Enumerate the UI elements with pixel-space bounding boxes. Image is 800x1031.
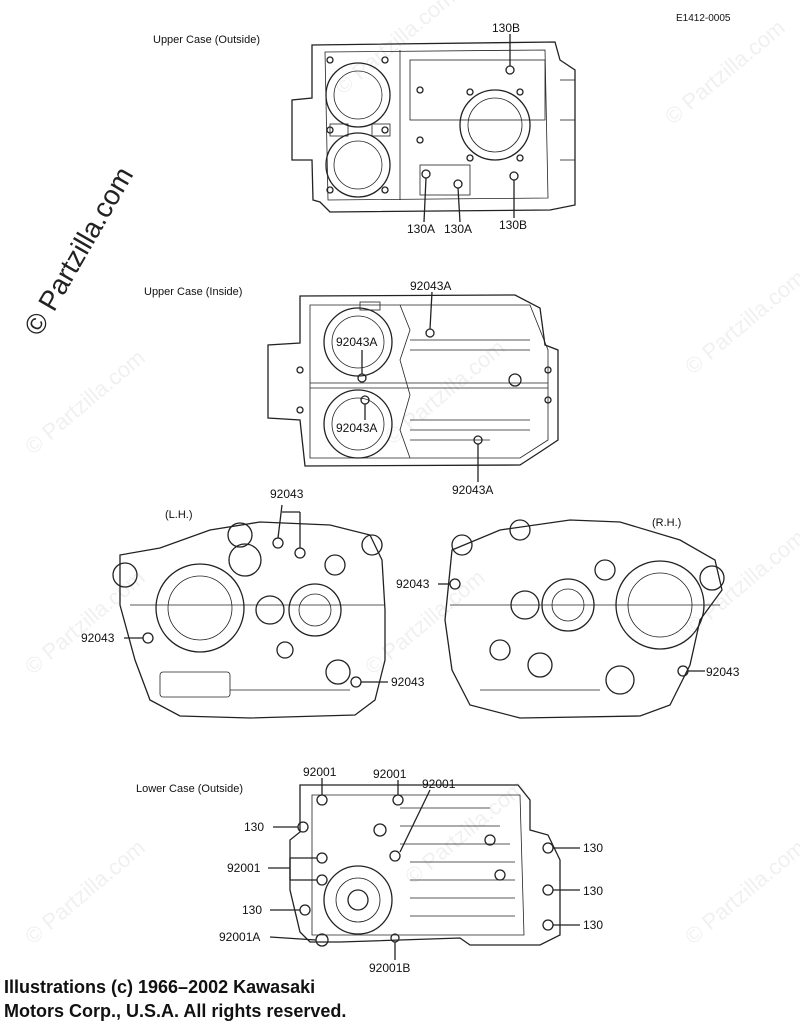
part-label-92043: 92043 [391,675,425,689]
part-label-92043: 92043 [706,665,740,679]
section-title-lower-outside: Lower Case (Outside) [136,783,243,795]
copyright-line-1: Illustrations (c) 1966–2002 Kawasaki [4,977,316,997]
part-label-92043: 92043 [81,631,115,645]
part-label-92001: 92001 [227,861,261,875]
part-label-92043a: 92043A [336,421,378,435]
part-label-130b: 130B [492,21,521,35]
part-label-92001: 92001 [373,767,407,781]
part-label-130: 130 [583,918,604,932]
part-label-92001a: 92001A [219,930,261,944]
part-label-92043: 92043 [396,577,430,591]
part-label-130a: 130A [407,222,436,236]
part-label-92001: 92001 [303,765,337,779]
right-hand-case-drawing [438,519,725,719]
part-label-92043a: 92043A [410,279,452,293]
lower-case-outside-drawing [268,778,580,960]
part-label-130: 130 [583,884,604,898]
part-label-92001: 92001 [422,777,456,791]
section-title-left-hand: (L.H.) [165,509,193,521]
left-hand-case-drawing [112,504,388,719]
upper-case-outside-drawing [291,34,576,223]
part-label-130: 130 [242,903,263,917]
upper-case-inside-drawing [267,291,559,482]
section-title-upper-outside: Upper Case (Outside) [153,34,260,46]
part-label-92001b: 92001B [369,961,411,975]
section-title-upper-inside: Upper Case (Inside) [144,286,243,298]
part-label-92043a: 92043A [336,335,378,349]
part-label-130b: 130B [499,218,528,232]
part-label-130a: 130A [444,222,473,236]
part-label-92043a: 92043A [452,483,494,497]
part-label-130: 130 [244,820,265,834]
diagram-code: E1412-0005 [676,13,731,24]
section-title-right-hand: (R.H.) [652,517,682,529]
part-label-92043: 92043 [270,487,304,501]
part-label-130: 130 [583,841,604,855]
copyright-line-2: Motors Corp., U.S.A. All rights reserved… [4,1001,347,1021]
